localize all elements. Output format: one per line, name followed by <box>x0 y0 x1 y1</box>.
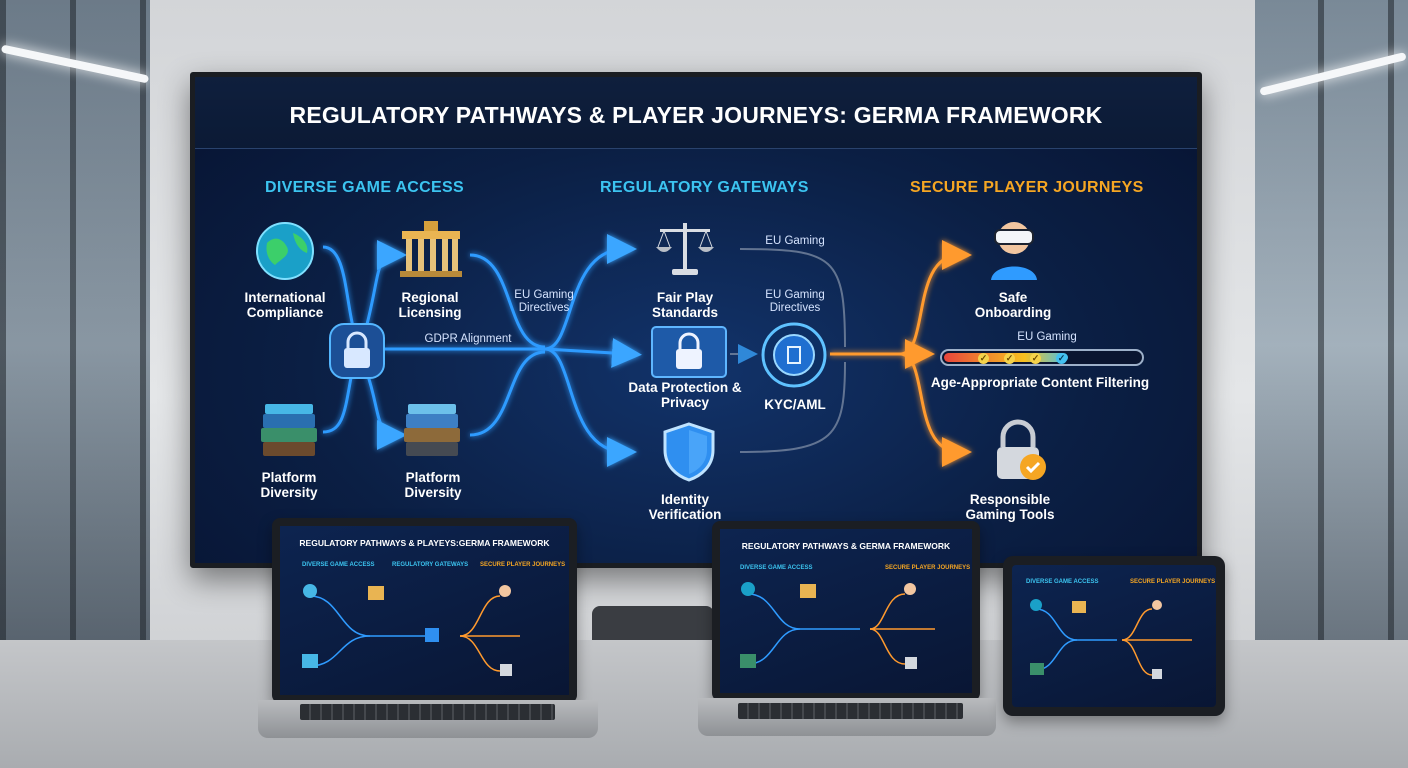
laptop-center-head-journeys: SECURE PLAYER JOURNEYS <box>885 565 971 571</box>
label-kyc-aml: KYC/AML <box>764 397 826 412</box>
label-eu-gaming-directives-1: EU Gaming Directives <box>514 289 574 314</box>
platform-stack-icon-right <box>404 404 460 456</box>
flow-to-data-protection <box>544 337 642 368</box>
chair-back <box>592 606 714 646</box>
label-data-protection: Data Protection & Privacy <box>628 380 742 410</box>
label-platform-diversity-left: Platform Diversity <box>260 470 318 500</box>
label-responsible-tools: Responsible Gaming Tools <box>965 492 1055 522</box>
flow-identity-to-journeys <box>739 361 846 453</box>
label-eu-gaming-top: EU Gaming <box>765 235 825 247</box>
laptop-center: REGULATORY PATHWAYS & GERMA FRAMEWORK DI… <box>712 521 980 701</box>
label-platform-diversity-right: Platform Diversity <box>404 470 462 500</box>
flow-to-safe-onboarding <box>899 240 972 356</box>
laptop-left-head-journeys: SECURE PLAYER JOURNEYS <box>480 562 566 568</box>
laptop-left-keyboard <box>300 704 555 720</box>
tablet: DIVERSE GAME ACCESS SECURE PLAYER JOURNE… <box>1003 556 1225 716</box>
column-heading-access: DIVERSE GAME ACCESS <box>265 179 464 196</box>
flow-platform-to-gateway <box>469 350 546 437</box>
vr-headset-user-icon <box>991 222 1037 280</box>
tablet-screen: DIVERSE GAME ACCESS SECURE PLAYER JOURNE… <box>1012 565 1216 707</box>
laptop-left-screen: REGULATORY PATHWAYS & PLAYEYS:GERMA FRAM… <box>280 526 569 695</box>
flow-to-fair-play <box>544 234 637 351</box>
laptop-left: REGULATORY PATHWAYS & PLAYEYS:GERMA FRAM… <box>272 518 577 703</box>
padlock-check-icon <box>997 419 1046 480</box>
laptop-left-title: REGULATORY PATHWAYS & PLAYEYS:GERMA FRAM… <box>299 538 550 548</box>
label-content-filtering: Age-Appropriate Content Filtering <box>930 375 1150 390</box>
kyc-scanner-icon <box>761 322 827 388</box>
laptop-center-flow <box>740 582 935 669</box>
check-icon: ✓ <box>978 353 989 364</box>
flow-fair-play-to-journeys <box>739 248 846 348</box>
column-heading-gateways: REGULATORY GATEWAYS <box>600 179 809 196</box>
label-eu-gaming-filter: EU Gaming <box>1017 331 1077 343</box>
laptop-center-title: REGULATORY PATHWAYS & GERMA FRAMEWORK <box>741 541 951 551</box>
laptop-center-keyboard <box>738 703 963 719</box>
label-fair-play: Fair Play Standards <box>651 290 719 320</box>
laptop-left-head-access: DIVERSE GAME ACCESS <box>302 562 375 568</box>
platform-stack-icon-left <box>261 404 317 456</box>
laptop-center-screen: REGULATORY PATHWAYS & GERMA FRAMEWORK DI… <box>720 529 972 693</box>
flow-diagram <box>322 234 972 467</box>
data-lock-icon <box>651 326 727 378</box>
laptop-center-head-access: DIVERSE GAME ACCESS <box>740 565 813 571</box>
label-international-compliance: International Compliance <box>244 290 326 320</box>
flow-regional-to-gateway <box>469 253 546 349</box>
globe-icon <box>256 222 314 280</box>
label-identity-verification: Identity Verification <box>648 492 722 522</box>
laptop-left-head-gateways: REGULATORY GATEWAYS <box>392 562 469 568</box>
label-eu-gaming-directives-2: EU Gaming Directives <box>765 289 825 314</box>
title-bar: REGULATORY PATHWAYS & PLAYER JOURNEYS: G… <box>195 77 1197 149</box>
label-safe-onboarding: Safe Onboarding <box>974 290 1052 320</box>
scales-icon <box>656 223 714 275</box>
flow-lock-to-regional <box>363 240 407 333</box>
content-filter-progress-bar: ✓ ✓ ✓ ✓ <box>940 349 1144 366</box>
tablet-flow <box>1030 599 1192 679</box>
tablet-head-journeys: SECURE PLAYER JOURNEYS <box>1130 579 1216 585</box>
padlock-icon <box>329 323 385 379</box>
check-icon: ✓ <box>1004 353 1015 364</box>
shield-icon <box>663 422 715 482</box>
wall-display: REGULATORY PATHWAYS & PLAYER JOURNEYS: G… <box>190 72 1202 568</box>
flow-global-to-lock <box>322 245 355 328</box>
check-icon: ✓ <box>1056 353 1067 364</box>
column-heading-journeys: SECURE PLAYER JOURNEYS <box>910 179 1144 196</box>
flow-to-identity <box>544 347 637 467</box>
label-regional-licensing: Regional Licensing <box>398 290 462 320</box>
label-gdpr-alignment: GDPR Alignment <box>424 333 512 345</box>
check-icon: ✓ <box>1030 353 1041 364</box>
tablet-head-access: DIVERSE GAME ACCESS <box>1026 579 1099 585</box>
laptop-left-flow <box>302 584 520 676</box>
display-title: REGULATORY PATHWAYS & PLAYER JOURNEYS: G… <box>289 102 1103 128</box>
brandenburg-gate-icon <box>400 221 462 277</box>
flow-to-responsible-tools <box>899 352 972 467</box>
